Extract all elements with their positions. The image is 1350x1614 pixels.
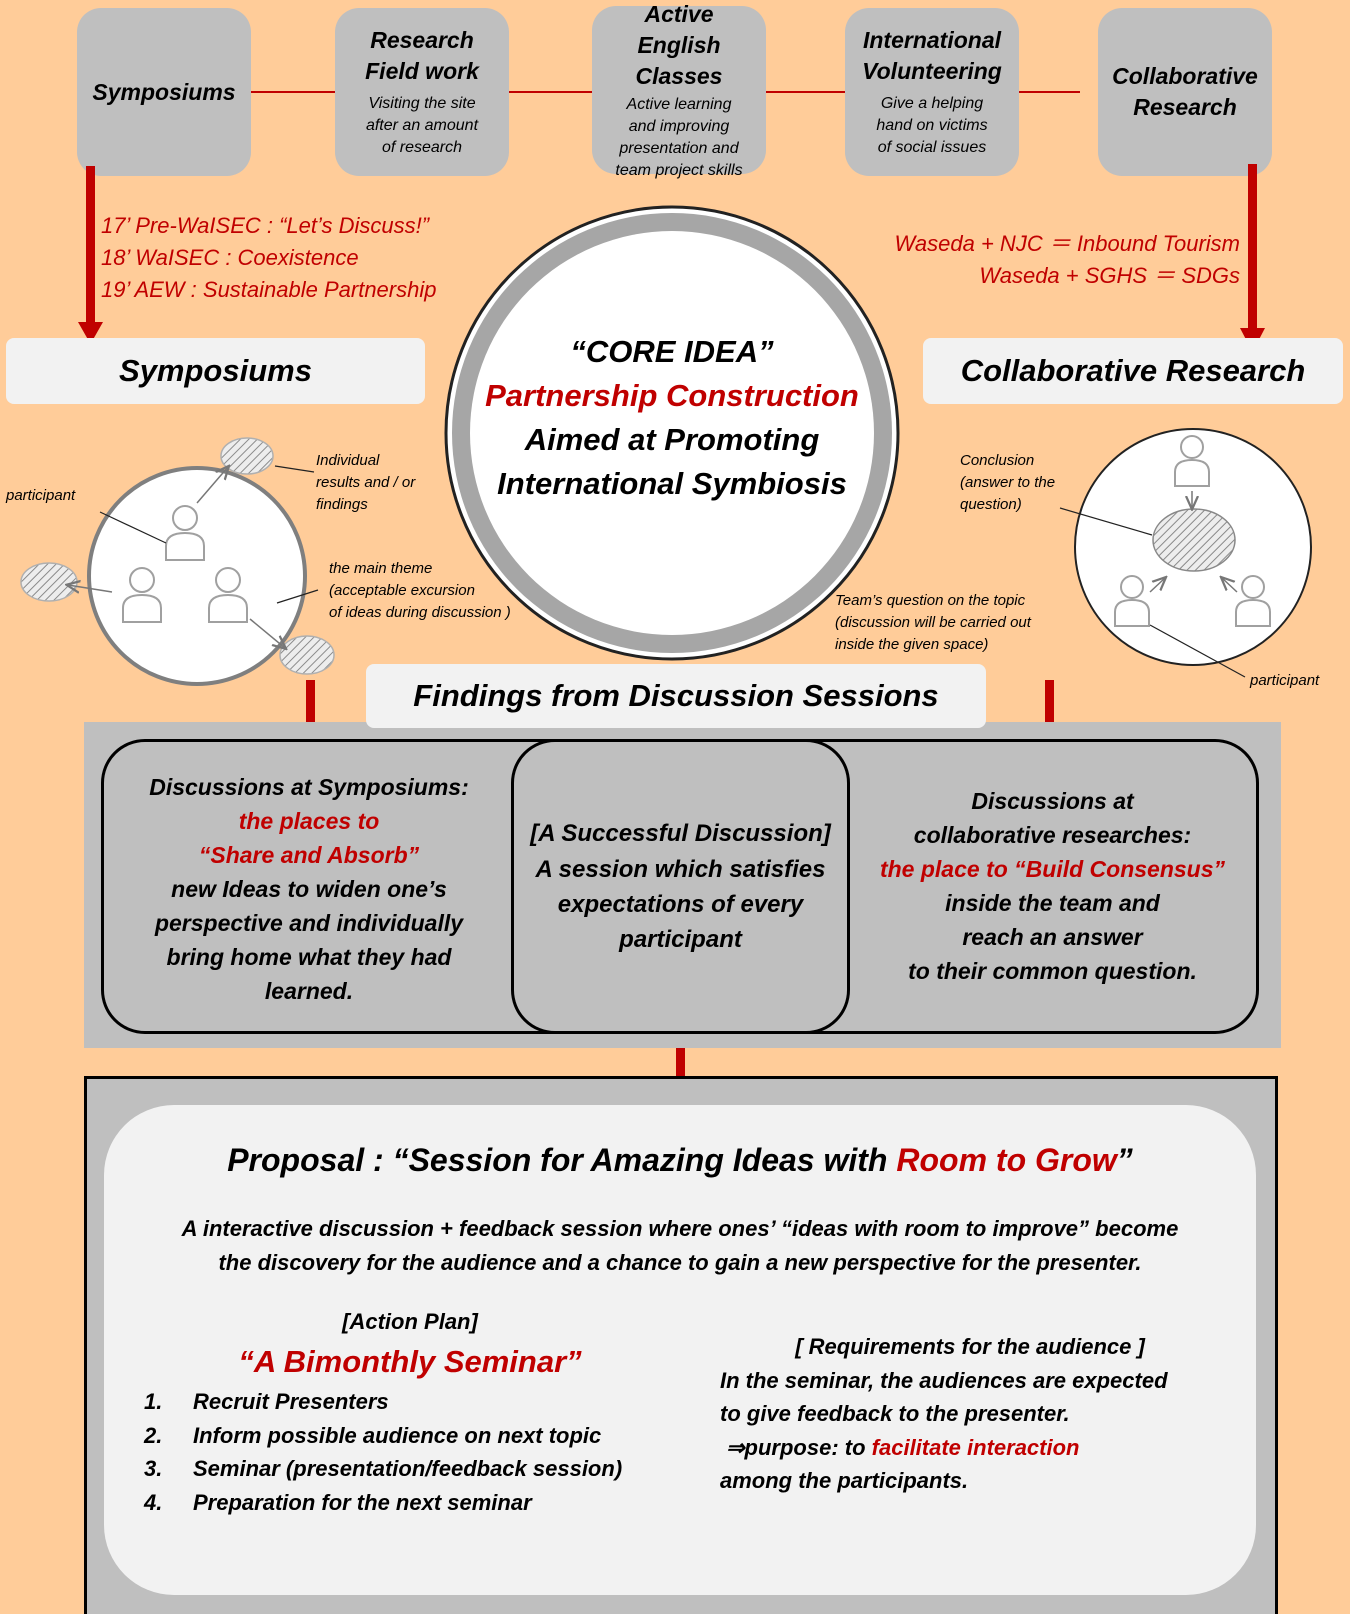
core-circle (444, 205, 900, 661)
core-idea-highlight: Partnership Construction (485, 378, 859, 413)
right-participant-note: participant (1250, 672, 1320, 689)
step-number: 2. (144, 1422, 163, 1448)
history-line: Waseda + SGHS ＝ SDGs (979, 263, 1240, 288)
symposium-history: 17’ Pre-WaISEC : “Let’s Discuss!” 18’ Wa… (101, 210, 436, 306)
proposal-card (104, 1105, 1256, 1595)
step-number: 3. (144, 1456, 163, 1481)
step-text: Inform possible audience on next topic (193, 1422, 602, 1448)
left-theme-note: the main theme (acceptable excursion of … (329, 560, 511, 621)
activity-desc: Give a helping hand on victims of social… (876, 95, 988, 156)
findings-center-box: [A Successful Discussion] A session whic… (511, 739, 850, 1034)
action-step: 4. Preparation for the next seminar (144, 1486, 622, 1520)
requirements-purpose: ⇒purpose: to facilitate interaction (720, 1431, 1240, 1465)
core-idea-line: Aimed at Promoting (524, 422, 820, 457)
purpose-text: ⇒purpose: to (720, 1434, 872, 1460)
collaborative-research-label: Collaborative Research (923, 338, 1343, 404)
step-text: Preparation for the next seminar (193, 1489, 532, 1515)
action-plan-title: “A Bimonthly Seminar” (238, 1344, 582, 1379)
proposal-description: A interactive discussion + feedback sess… (181, 1216, 1179, 1275)
history-line: 18’ WaISEC : Coexistence (101, 245, 359, 270)
left-results-note: Individual results and / or findings (316, 452, 416, 513)
history-line: Waseda + NJC ＝ Inbound Tourism (894, 231, 1240, 256)
activity-title: Collaborative Research (1112, 63, 1258, 120)
step-text: Recruit Presenters (193, 1389, 389, 1414)
core-idea-heading: “CORE IDEA” (570, 334, 774, 369)
proposal-title: Proposal : “Session for Amazing Ideas wi… (104, 1138, 1256, 1182)
findings-collab-text: Discussions at collaborative researches:… (860, 784, 1245, 988)
activity-title: International Volunteering (862, 27, 1002, 84)
left-discussion-diagram (20, 437, 335, 686)
activity-title: Active English Classes (635, 0, 723, 89)
findings-right-head: Discussions at collaborative researches: (913, 788, 1192, 848)
right-question-note: Team’s question on the topic (discussion… (835, 592, 1031, 653)
proposal-title-highlight: Room to Grow (896, 1142, 1117, 1178)
step-number: 4. (144, 1489, 163, 1515)
arrow-symposiums-down (78, 166, 103, 344)
requirements-body: In the seminar, the audiences are expect… (720, 1367, 1168, 1427)
collab-history: Waseda + NJC ＝ Inbound Tourism Waseda + … (895, 228, 1240, 292)
left-participant-note: participant (6, 487, 76, 504)
activity-desc: Active learning and improving presentati… (615, 95, 743, 179)
activity-international-volunteering: International Volunteering Give a helpin… (845, 8, 1019, 176)
purpose-highlight: facilitate interaction (871, 1434, 1080, 1460)
action-step: 1. Recruit Presenters (144, 1385, 622, 1419)
activity-collaborative-research: Collaborative Research (1098, 8, 1272, 176)
findings-right-highlight: the place to “Build Consensus” (879, 856, 1226, 882)
action-step: 3. Seminar (presentation/feedback session… (144, 1452, 622, 1486)
action-plan-head: [Action Plan] (342, 1309, 478, 1334)
findings-left-head: Discussions at Symposiums: (149, 774, 469, 800)
activity-active-english-classes: Active English Classes Active learning a… (592, 1, 766, 179)
findings-symposiums-text: Discussions at Symposiums: the places to… (124, 770, 494, 1008)
history-line: 19’ AEW : Sustainable Partnership (101, 277, 437, 302)
step-text: Seminar (presentation/feedback session) (193, 1456, 623, 1481)
symposiums-label: Symposiums (6, 338, 425, 404)
findings-left-highlight: the places to “Share and Absorb” (198, 808, 420, 868)
arrow-collab-down (1240, 164, 1265, 352)
action-plan-steps: 1. Recruit Presenters 2. Inform possible a… (144, 1385, 622, 1519)
findings-right-body: inside the team and reach an answer to t… (908, 890, 1197, 984)
findings-title: Findings from Discussion Sessions (366, 664, 986, 728)
requirements-head: [ Requirements for the audience ] (795, 1334, 1145, 1359)
activity-title: Symposiums (92, 78, 236, 105)
history-line: 17’ Pre-WaISEC : “Let’s Discuss!” (101, 213, 430, 238)
activity-research-field-work: Research Field work Visiting the site af… (335, 8, 509, 176)
core-idea-text: “CORE IDEA” Partnership Construction Aim… (472, 330, 872, 506)
activity-desc: Visiting the site after an amount of res… (365, 95, 479, 156)
findings-center-head: [A Successful Discussion] (530, 820, 831, 847)
activity-title: Research Field work (365, 27, 479, 84)
proposal-title-text: Proposal : “Session for Amazing Ideas wi… (227, 1142, 897, 1178)
findings-left-body: new Ideas to widen one’s perspective and… (154, 876, 464, 1004)
findings-center-body: A session which satisfies expectations o… (535, 856, 826, 953)
core-idea-line: International Symbiosis (497, 466, 847, 501)
activity-symposiums: Symposiums (77, 8, 251, 176)
action-step: 2. Inform possible audience on next topic (144, 1419, 622, 1453)
right-conclusion-note: Conclusion (answer to the question) (960, 452, 1056, 513)
right-discussion-diagram (1059, 428, 1312, 678)
proposal-title-end: ” (1116, 1142, 1133, 1178)
step-number: 1. (144, 1389, 163, 1414)
requirements-block: [ Requirements for the audience ] In the… (720, 1330, 1240, 1498)
requirements-tail: among the participants. (720, 1468, 969, 1493)
